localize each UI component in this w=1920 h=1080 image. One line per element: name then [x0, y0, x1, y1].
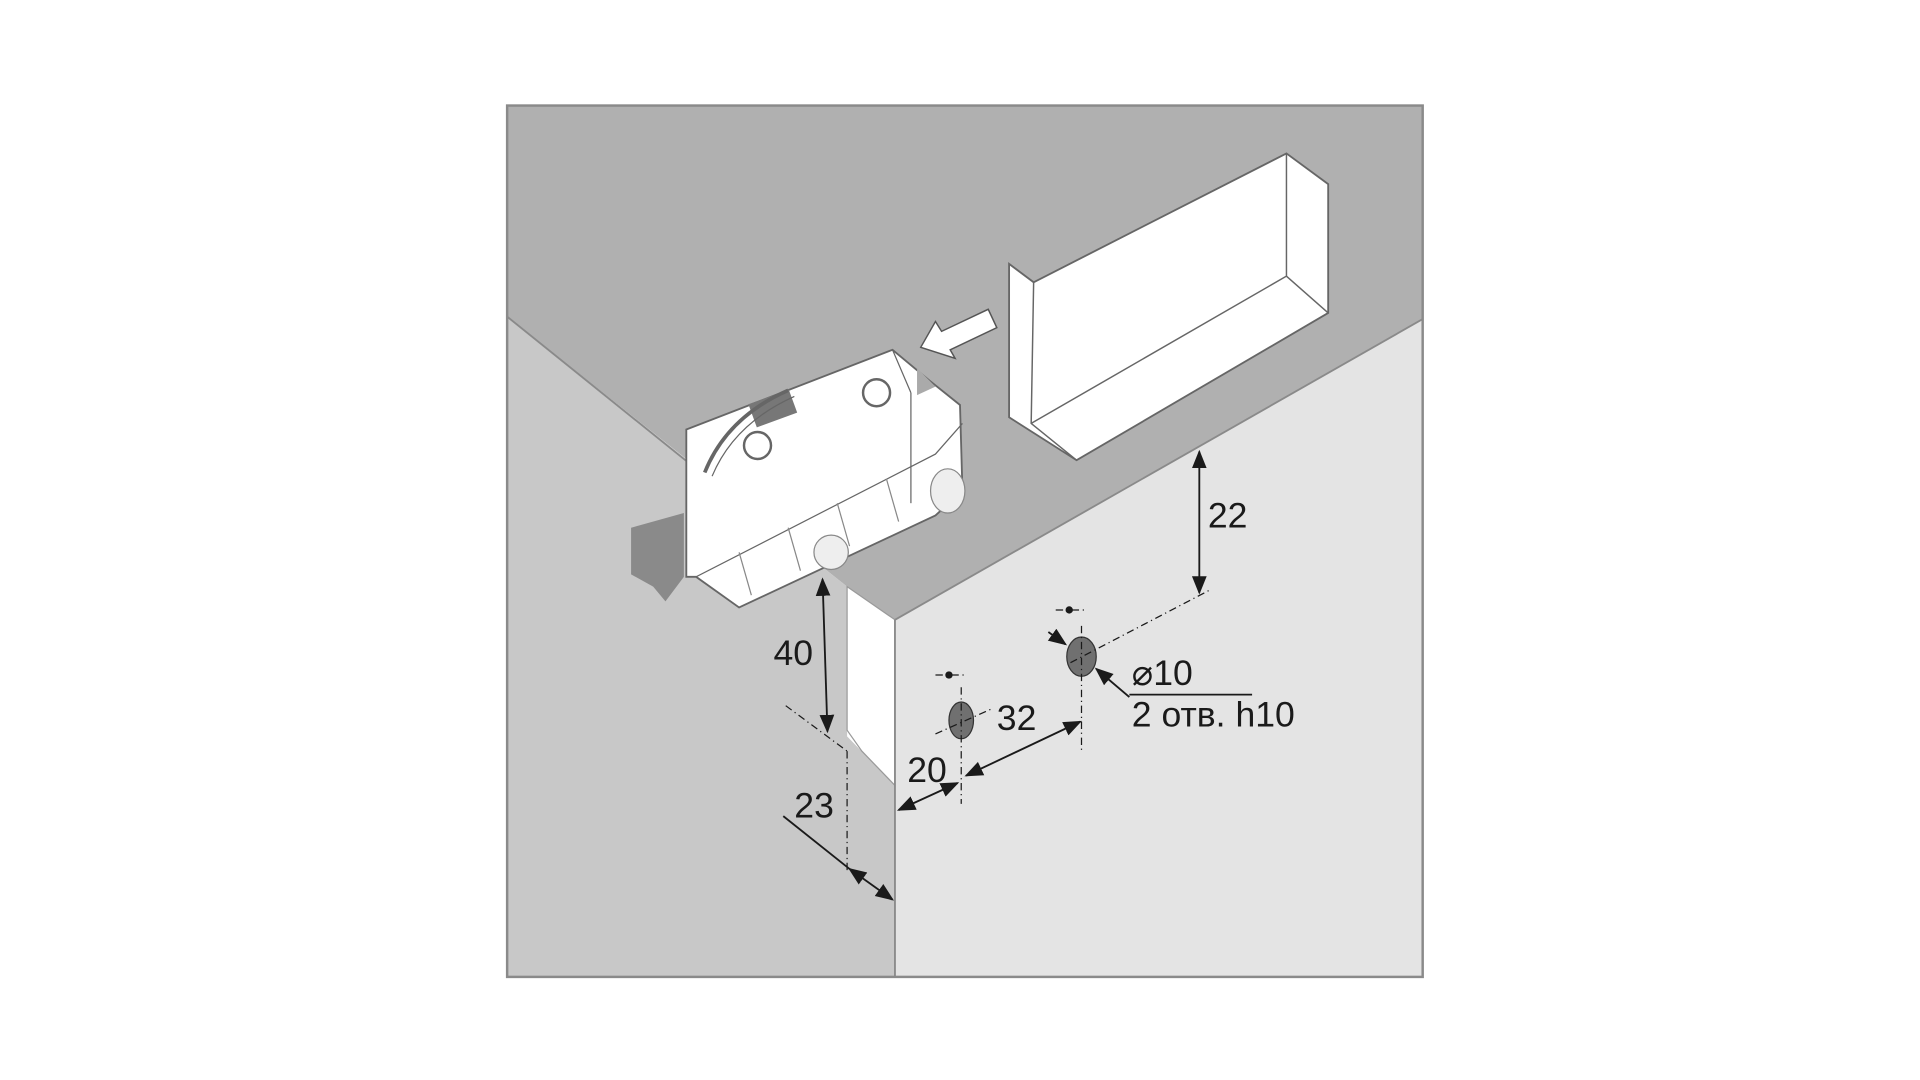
left-wall-panel — [507, 316, 895, 977]
dimension-32: 32 — [997, 698, 1037, 738]
direction-arrow-icon — [919, 308, 998, 360]
dimension-23: 23 — [794, 785, 834, 825]
hole-note-label: 2 отв. h10 — [1132, 695, 1295, 735]
dimension-22: 22 — [1208, 496, 1248, 536]
frame — [505, 104, 1424, 979]
right-wall-panel — [894, 319, 1423, 977]
mechanism-part — [631, 348, 966, 609]
cover-part — [1008, 152, 1330, 462]
side-panel-edge — [846, 585, 896, 787]
dimension-20: 20 — [907, 750, 947, 790]
hole-diameter-label: ⌀10 — [1132, 653, 1193, 693]
dimension-40: 40 — [773, 633, 813, 673]
